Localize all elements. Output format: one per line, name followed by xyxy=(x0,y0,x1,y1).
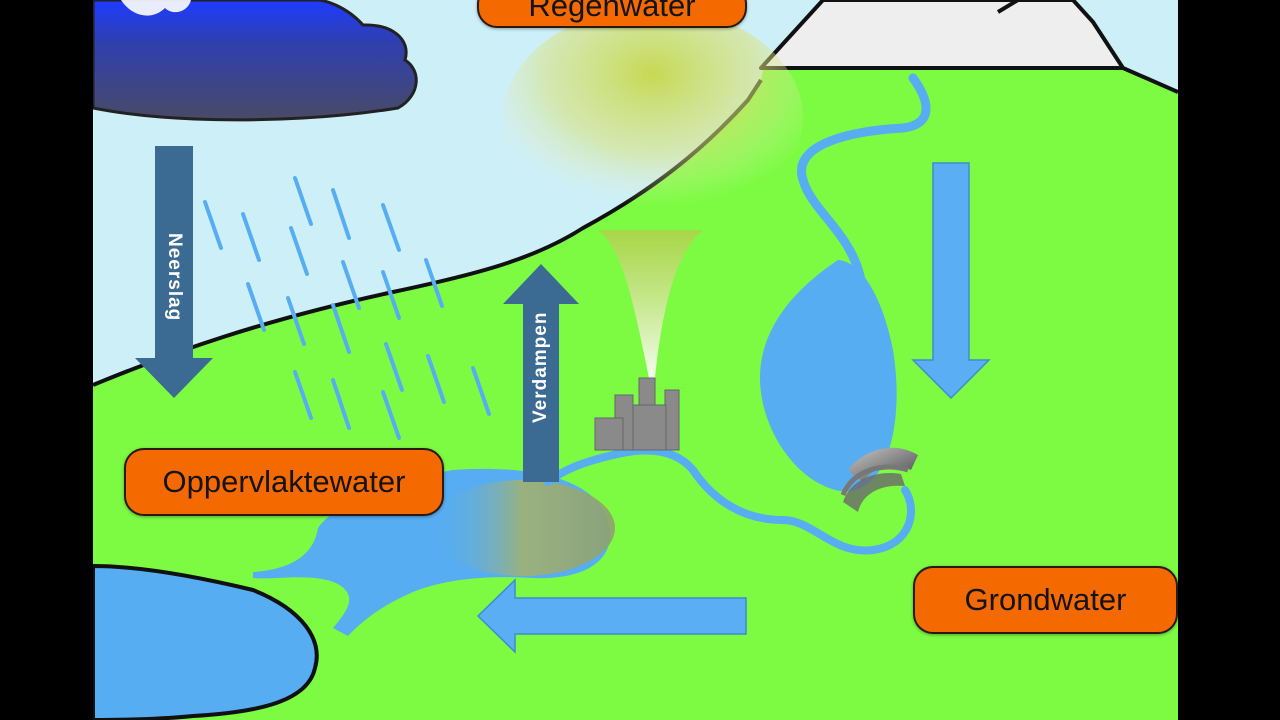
mountain-slope xyxy=(761,66,1178,94)
mountain xyxy=(759,0,1125,70)
water-cycle-diagram: Regenwater Oppervlaktewater Grondwater N… xyxy=(93,0,1178,720)
label-regenwater: Regenwater xyxy=(477,0,747,28)
neerslag-arrow xyxy=(135,146,213,398)
label-regenwater-text: Regenwater xyxy=(528,0,696,23)
mountain-peak-detail xyxy=(996,0,1020,14)
cloud-highlight xyxy=(121,0,191,16)
dam-ridge xyxy=(840,464,909,497)
rain-cloud xyxy=(93,0,418,122)
dam-body xyxy=(843,473,905,512)
flow-left-arrow xyxy=(476,578,747,654)
label-grondwater-text: Grondwater xyxy=(964,582,1127,617)
rain-drops xyxy=(203,176,491,440)
label-grondwater: Grondwater xyxy=(913,566,1178,634)
reservoir xyxy=(759,260,897,492)
lake xyxy=(93,563,319,720)
grondwater-down-arrow xyxy=(911,162,991,400)
neerslag-label: Neerslag xyxy=(164,233,185,322)
pollution-plume xyxy=(503,8,803,228)
plume-stem xyxy=(598,230,703,378)
mountain-stream xyxy=(797,73,931,305)
pollution-stain xyxy=(431,480,615,576)
factory-icon xyxy=(594,377,680,451)
label-oppervlaktewater-text: Oppervlaktewater xyxy=(162,464,406,499)
verdampen-arrow xyxy=(503,264,579,482)
label-oppervlaktewater: Oppervlaktewater xyxy=(124,448,444,516)
verdampen-label: Verdampen xyxy=(530,311,551,423)
river xyxy=(544,446,915,555)
diagram-canvas xyxy=(93,0,1178,720)
